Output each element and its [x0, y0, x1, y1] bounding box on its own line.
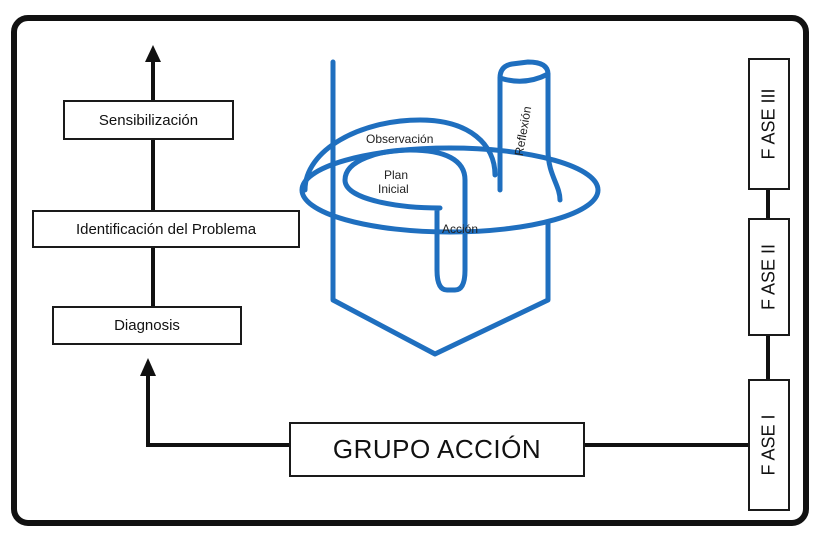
step-sensibilizacion: Sensibilización — [63, 100, 234, 140]
connector-group-to-diagnosis — [146, 375, 290, 447]
spiral-inner-loop — [342, 147, 468, 293]
label-inicial: Inicial — [378, 182, 409, 196]
outer-frame — [11, 15, 809, 526]
arrow-up-icon — [140, 358, 156, 376]
phase-1-label: F ASE I — [758, 414, 779, 476]
spiral-vessel — [330, 59, 551, 357]
spiral-tube-top — [497, 71, 551, 84]
label-observacion: Observación — [366, 132, 434, 146]
spiral-reflection-tube — [497, 59, 563, 203]
phase-3: F ASE III — [748, 58, 790, 190]
group-accion-label: GRUPO ACCIÓN — [332, 434, 542, 464]
step-sensibilizacion-label: Sensibilización — [98, 111, 199, 129]
phase-2: F ASE II — [748, 218, 790, 336]
label-plan: Plan — [384, 168, 409, 182]
spiral-ring-outer — [299, 145, 601, 235]
phase-2-label: F ASE II — [758, 243, 779, 311]
spiral-observation-band — [302, 117, 498, 193]
arrow-up-icon — [145, 45, 161, 62]
group-accion-box: GRUPO ACCIÓN — [289, 422, 585, 477]
step-diagnosis: Diagnosis — [52, 306, 242, 345]
label-accion: Acción — [442, 222, 479, 236]
step-identificacion-label: Identificación del Problema — [75, 220, 257, 238]
step-identificacion: Identificación del Problema — [32, 210, 300, 248]
step-diagnosis-label: Diagnosis — [114, 317, 180, 334]
phase-3-label: F ASE III — [758, 88, 779, 160]
spiral-illustration — [299, 59, 601, 357]
phase-1: F ASE I — [748, 379, 790, 511]
